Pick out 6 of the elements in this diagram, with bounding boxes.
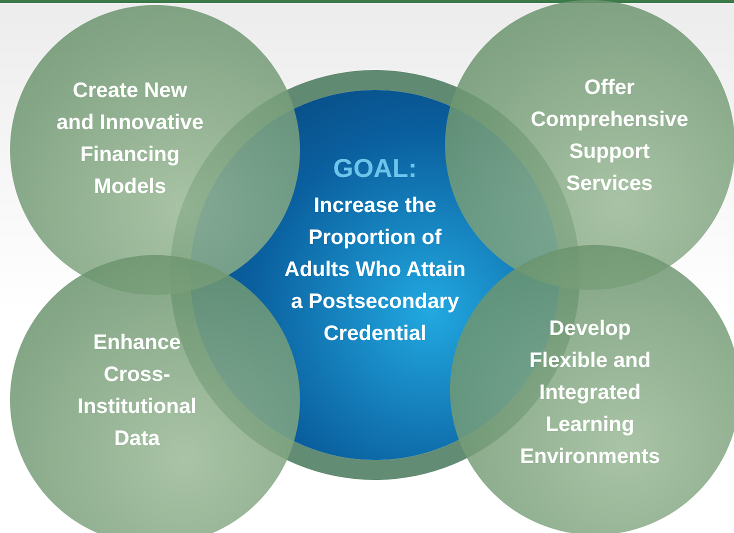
goal-heading: GOAL: (332, 152, 418, 184)
circle-label: Increase the Proportion of Adults Who Attain a Postsecondary Credential (283, 193, 467, 347)
circle-label: Develop Flexible and Integrated Learning Environments (518, 316, 662, 470)
circle-label: Enhance Cross-Institutional Data (76, 330, 198, 452)
circle-label: Create New and Innovative Financing Models (55, 78, 205, 200)
circle-label: Offer Comprehensive Support Services (530, 75, 690, 197)
